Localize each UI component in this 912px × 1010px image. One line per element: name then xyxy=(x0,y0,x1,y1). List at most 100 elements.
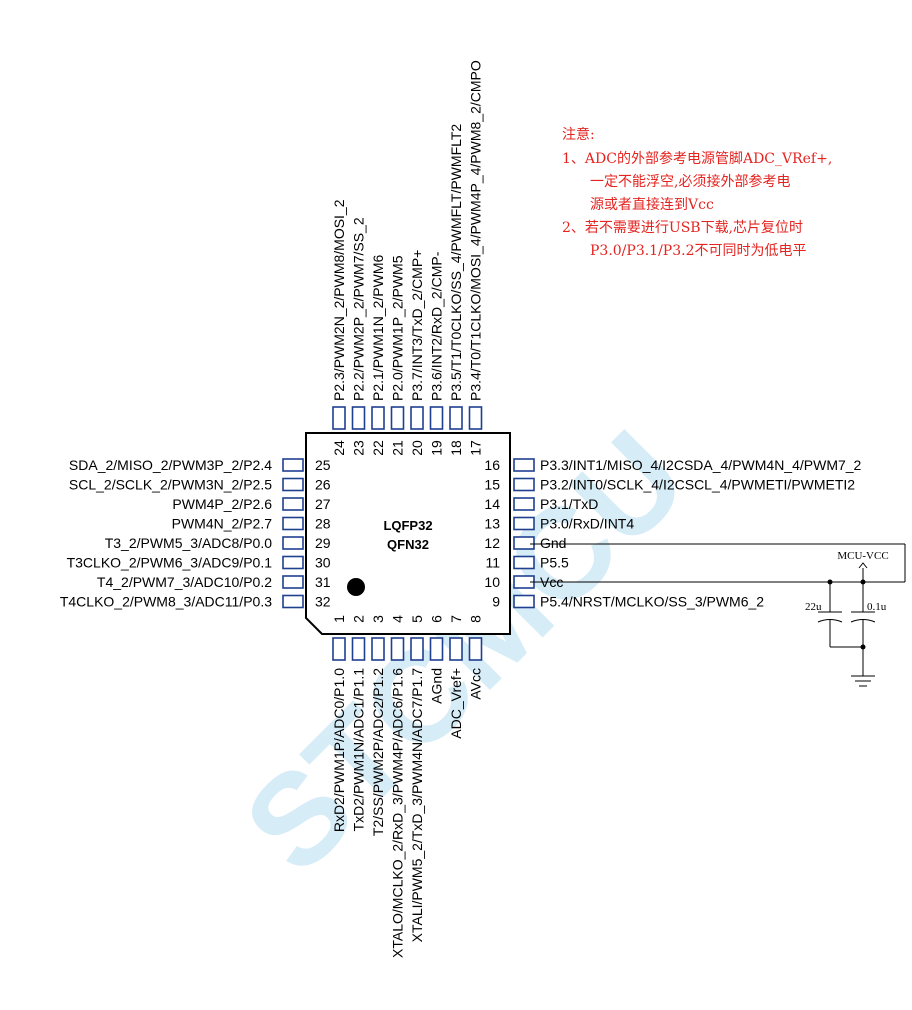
supply-arrow-icon xyxy=(858,562,868,569)
pin-label: PWM4P_2/P2.6 xyxy=(172,496,272,512)
pin-label: P3.6/INT2/RxD_2/CMP- xyxy=(429,251,445,401)
pin-label: P3.7/INT3/TxD_2/CMP+ xyxy=(409,250,425,401)
pin-pad xyxy=(513,594,535,609)
pin-label: SDA_2/MISO_2/PWM3P_2/P2.4 xyxy=(69,457,272,473)
pin-label: T4CLKO_2/PWM8_3/ADC11/P0.3 xyxy=(60,594,272,610)
note-line: 一定不能浮空,必须接外部参考电 xyxy=(590,173,790,190)
pin-label: PWM4N_2/P2.7 xyxy=(172,516,273,532)
junction-dot xyxy=(827,579,833,585)
pin-pad xyxy=(513,497,535,511)
pin-number: 24 xyxy=(331,440,347,456)
pin-pad xyxy=(282,458,304,472)
pin-number: 31 xyxy=(315,574,331,590)
pin-number: 22 xyxy=(370,440,386,456)
junction-dot xyxy=(860,644,866,650)
notes-block: 注意: 1、ADC的外部参考电源管脚ADC_VRef+, 一定不能浮空,必须接外… xyxy=(562,126,832,259)
pin-label: P5.5 xyxy=(540,555,569,571)
pin-pad xyxy=(390,406,405,430)
pin-pad xyxy=(351,406,366,430)
pin-pad xyxy=(513,458,535,472)
pin-pad xyxy=(282,594,304,609)
pin-label: XTALI/PWM5_2/TxD_3/PWM4N/ADC7/P1.7 xyxy=(409,668,425,943)
pin-number: 9 xyxy=(492,594,500,610)
note-title: 注意: xyxy=(562,126,595,143)
right-pins: 16 P3.3/INT1/MISO_4/I2CSDA_4/PWM4N_4/PWM7… xyxy=(484,457,861,610)
pin-label: P2.3/PWM2N_2/PWM8/MOSI_2 xyxy=(331,199,347,401)
left-pins: 25SDA_2/MISO_2/PWM3P_2/P2.426SCL_2/SCLK_… xyxy=(60,457,331,610)
pin-number: 14 xyxy=(484,496,500,512)
pin-pad xyxy=(371,406,385,430)
pin-label: ADC_Vref+ xyxy=(448,668,464,739)
pin-number: 2 xyxy=(351,615,367,623)
pin1-indicator-dot xyxy=(347,578,365,596)
chip-package-name: LQFP32 xyxy=(383,518,432,533)
cap2-plate-bottom xyxy=(850,619,876,623)
pin-number: 7 xyxy=(448,615,464,623)
pin-number: 29 xyxy=(315,535,331,551)
pin-label: P5.4/NRST/MCLKO/SS_3/PWM6_2 xyxy=(540,594,764,610)
pin-pad xyxy=(513,555,535,570)
note-line: P3.0/P3.1/P3.2不可同时为低电平 xyxy=(590,243,807,259)
pin-number: 16 xyxy=(484,457,500,473)
pin-label: P2.1/PWM1N_2/PWM6 xyxy=(370,255,386,401)
pin-number: 26 xyxy=(315,477,331,493)
pin-pad xyxy=(468,406,483,430)
pin-number: 13 xyxy=(484,516,500,532)
pin-number: 4 xyxy=(390,615,406,623)
pin-number: 17 xyxy=(468,440,484,456)
pin-label: P3.3/INT1/MISO_4/I2CSDA_4/PWM4N_4/PWM7_2 xyxy=(540,457,862,473)
pin-number: 1 xyxy=(331,615,347,623)
pin-number: 25 xyxy=(315,457,331,473)
pin-number: 20 xyxy=(409,440,425,456)
pin-pad xyxy=(468,637,483,661)
pin-number: 28 xyxy=(315,516,331,532)
cap1-plate-bottom xyxy=(817,619,843,623)
pin-number: 23 xyxy=(351,440,367,456)
pin-number: 32 xyxy=(315,594,331,610)
pin-label: Gnd xyxy=(540,535,566,551)
pin-pad xyxy=(390,637,405,661)
pin-label: P3.0/RxD/INT4 xyxy=(540,516,634,532)
note-line: 源或者直接连到Vcc xyxy=(590,196,714,213)
pin-pad xyxy=(429,637,444,661)
pin-label: T3CLKO_2/PWM6_3/ADC9/P0.1 xyxy=(67,555,273,571)
cap1-label: 22u xyxy=(805,601,822,613)
bottom-pins: 1RxD2/PWM1P/ADC0/P1.02TxD2/PWM1N/ADC1/P1… xyxy=(331,615,484,958)
pin-number: 18 xyxy=(448,440,464,456)
pin-number: 5 xyxy=(409,615,425,623)
pin-number: 6 xyxy=(429,615,445,623)
pin-label: T4_2/PWM7_3/ADC10/P0.2 xyxy=(97,574,272,590)
pin-number: 21 xyxy=(390,440,406,456)
pin-pad xyxy=(332,637,346,661)
pin-pad xyxy=(410,406,424,430)
top-pins: 24 P2.3/PWM2N_2/PWM8/MOSI_2 23 P2.2/PWM2P_2… xyxy=(331,60,484,456)
pin-number: 27 xyxy=(315,496,331,512)
pin-number: 15 xyxy=(484,477,500,493)
note-line: 2、若不需要进行USB下载,芯片复位时 xyxy=(562,219,803,236)
chip-package-alt: QFN32 xyxy=(387,537,429,552)
pin-label: TxD2/PWM1N/ADC1/P1.1 xyxy=(351,668,367,832)
pin-pad xyxy=(449,637,463,661)
pin-number: 11 xyxy=(485,555,500,571)
pin-number: 19 xyxy=(429,440,445,456)
pin-pad xyxy=(282,516,304,531)
pin-label: P2.2/PWM2P_2/PWM7/SS_2 xyxy=(351,217,367,401)
pin-label: T3_2/PWM5_3/ADC8/P0.0 xyxy=(105,535,273,551)
pin-pad xyxy=(513,477,535,492)
note-line: 1、ADC的外部参考电源管脚ADC_VRef+, xyxy=(562,150,832,167)
pin-pad xyxy=(282,555,304,570)
pin-label: AVcc xyxy=(468,668,484,700)
pin-label: P2.0/PWM1P_2/PWM5 xyxy=(390,255,406,401)
pin-label: T2/SS/PWM2P/ADC2/P1.2 xyxy=(370,668,386,836)
pin-pad xyxy=(449,406,463,430)
pin-pad xyxy=(282,536,304,550)
pin-label: P3.1/TxD xyxy=(540,496,598,512)
pin-number: 8 xyxy=(468,615,484,623)
pin-label: P3.5/T1/T0CLKO/SS_4/PWMFLT/PWMFLT2 xyxy=(448,124,464,401)
pin-pad xyxy=(410,637,424,661)
pin-number: 30 xyxy=(315,555,331,571)
pin-number: 3 xyxy=(370,615,386,623)
cap2-label: 0.1u xyxy=(867,601,887,613)
circuit-junctions xyxy=(827,579,866,650)
